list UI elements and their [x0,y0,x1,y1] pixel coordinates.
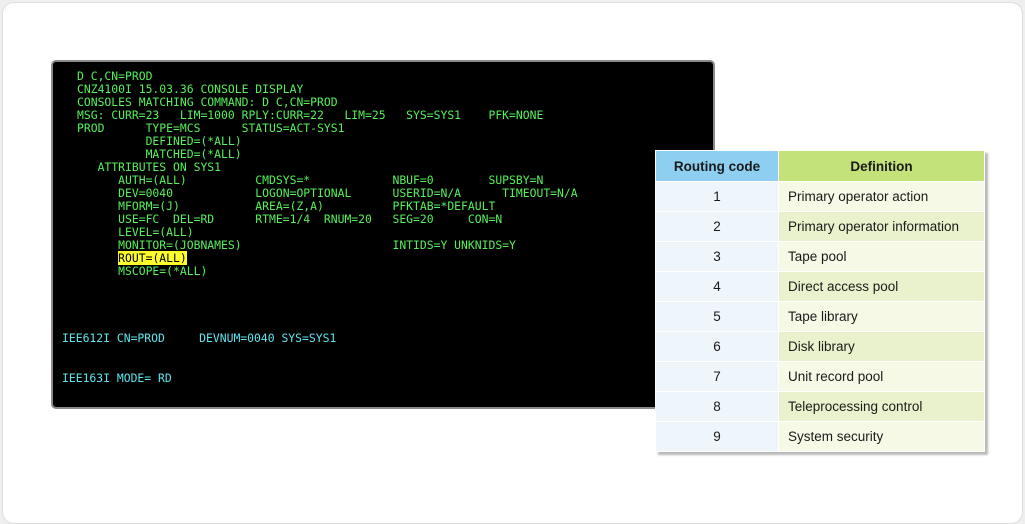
routing-code-cell: 8 [655,391,779,422]
routing-code-cell: 1 [655,181,779,212]
routing-code-cell: 5 [655,301,779,332]
console-terminal[interactable]: D C,CN=PROD CNZ4100I 15.03.36 CONSOLE DI… [51,60,715,409]
definition-cell: Unit record pool [778,361,985,392]
definition-cell: Tape pool [778,241,985,272]
terminal-line: MATCHED=(*ALL) [77,147,242,161]
terminal-line: DEV=0040 LOGON=OPTIONAL USERID=N/A TIMEO… [77,186,578,200]
terminal-line: USE=FC DEL=RD RTME=1/4 RNUM=20 SEG=20 CO… [77,212,503,226]
routing-code-cell: 3 [655,241,779,272]
status-line-iee163i: IEE163I MODE= RD [62,371,172,385]
routing-code-cell: 2 [655,211,779,242]
definition-cell: Tape library [778,301,985,332]
routing-code-cell: 4 [655,271,779,302]
terminal-line: MSCOPE=(*ALL) [77,264,208,278]
definition-cell: Primary operator action [778,181,985,212]
definition-cell: Disk library [778,331,985,362]
terminal-line: AUTH=(ALL) CMDSYS=* NBUF=0 SUPSBY=N [77,173,544,187]
terminal-line: DEFINED=(*ALL) [77,134,242,148]
definition-cell: Primary operator information [778,211,985,242]
routing-code-cell: 7 [655,361,779,392]
terminal-line: ATTRIBUTES ON SYS1 [77,160,222,174]
routing-code-cell: 9 [655,421,779,452]
rout-highlight: ROUT=(ALL) [118,251,187,265]
terminal-line: CNZ4100I 15.03.36 CONSOLE DISPLAY [77,82,304,96]
terminal-line: MFORM=(J) AREA=(Z,A) PFKTAB=*DEFAULT [77,199,496,213]
terminal-line: LEVEL=(ALL) [77,225,194,239]
terminal-line: CONSOLES MATCHING COMMAND: D C,CN=PROD [77,95,338,109]
terminal-line: PROD TYPE=MCS STATUS=ACT-SYS1 [77,121,345,135]
table-header-row: Routing code Definition [655,150,985,182]
header-routing-code: Routing code [655,150,779,182]
terminal-indent [77,251,118,265]
routing-code-cell: 6 [655,331,779,362]
header-definition: Definition [778,150,985,182]
status-line-iee612i: IEE612I CN=PROD DEVNUM=0040 SYS=SYS1 [62,331,337,345]
terminal-line: MSG: CURR=23 LIM=1000 RPLY:CURR=22 LIM=2… [77,108,544,122]
terminal-line-rout: ROUT=(ALL) [77,251,187,265]
terminal-line: MONITOR=(JOBNAMES) INTIDS=Y UNKNIDS=Y [77,238,516,252]
definition-cell: System security [778,421,985,452]
terminal-line: D C,CN=PROD [77,69,153,83]
definition-cell: Direct access pool [778,271,985,302]
definition-cell: Teleprocessing control [778,391,985,422]
